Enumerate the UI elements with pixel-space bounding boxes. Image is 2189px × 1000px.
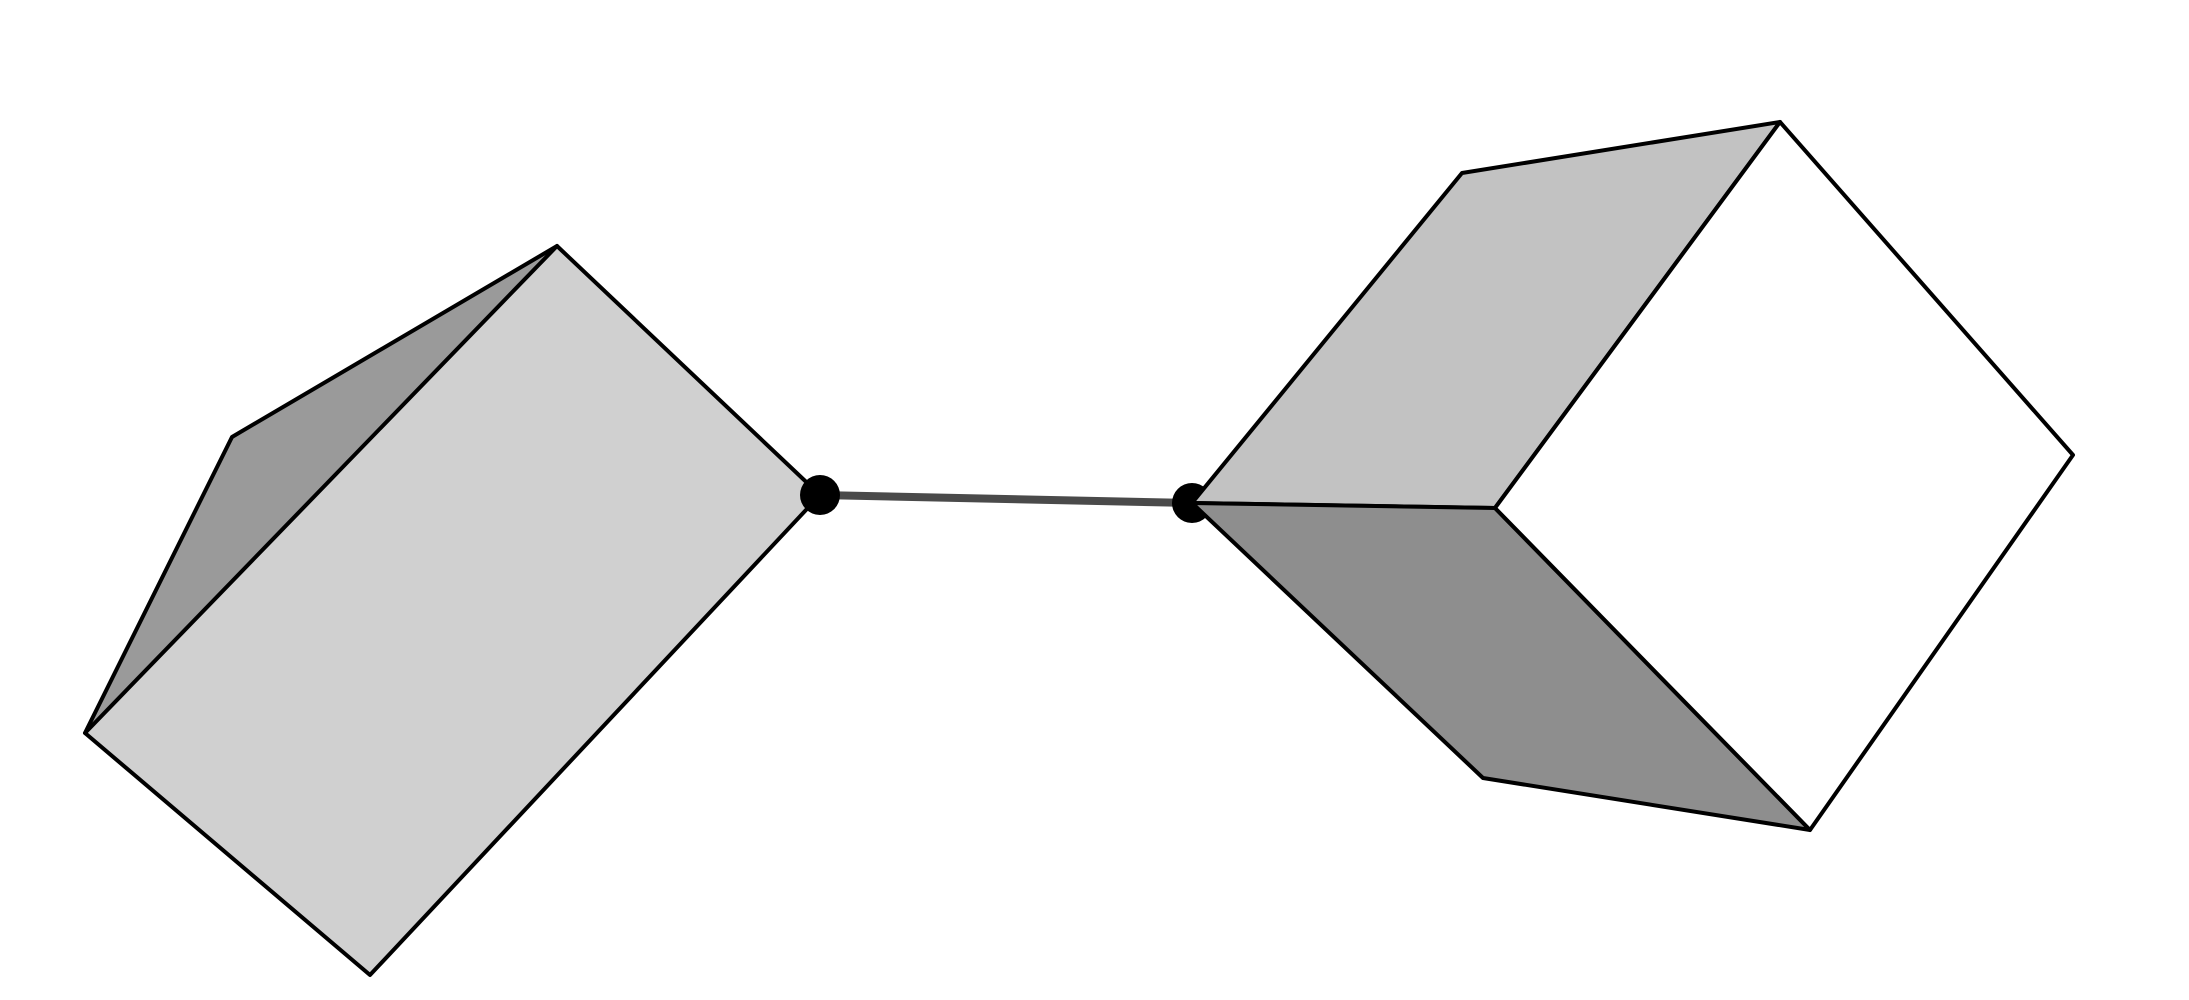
- right-block: [1190, 120, 2075, 832]
- connector-link: [800, 475, 1212, 523]
- connector-rod: [816, 491, 1196, 507]
- right-block-side-face: [1493, 120, 2075, 832]
- left-block: [83, 244, 822, 977]
- left-joint: [800, 475, 840, 515]
